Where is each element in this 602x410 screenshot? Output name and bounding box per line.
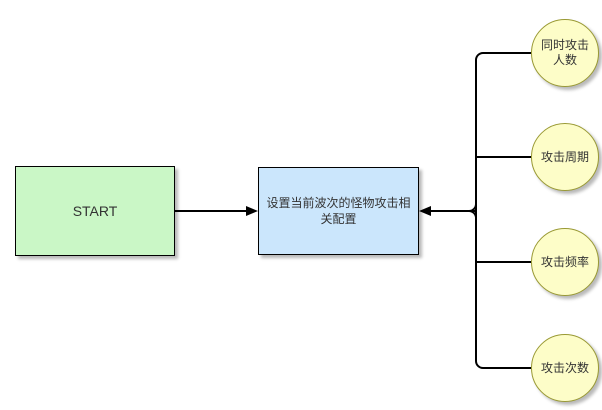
node-attack-count-label: 攻击次数 [540,360,589,375]
edge-circles-trunk [475,52,531,369]
node-start[interactable]: START [15,166,175,256]
node-attack-frequency[interactable]: 攻击频率 [531,228,599,296]
arrowhead-into-config-right [419,206,431,216]
node-start-label: START [72,203,118,219]
node-attack-config-label-line2: 关配置 [320,212,357,226]
node-attack-config[interactable]: 设置当前波次的怪物攻击相 关配置 [258,167,419,255]
node-attack-config-label-line1: 设置当前波次的怪物攻击相 [266,196,411,210]
trunk-junction-tick [468,203,477,219]
node-attack-count[interactable]: 攻击次数 [531,334,599,402]
node-simultaneous-attackers[interactable]: 同时攻击 人数 [531,19,599,87]
node-attack-frequency-label: 攻击频率 [540,254,589,269]
arrowhead-into-config-left [246,206,258,216]
node-attack-period[interactable]: 攻击周期 [531,123,599,191]
node-attack-period-label: 攻击周期 [540,149,589,164]
node-simultaneous-attackers-label-line1: 同时攻击 [540,38,589,52]
node-simultaneous-attackers-label-line2: 人数 [552,53,577,67]
